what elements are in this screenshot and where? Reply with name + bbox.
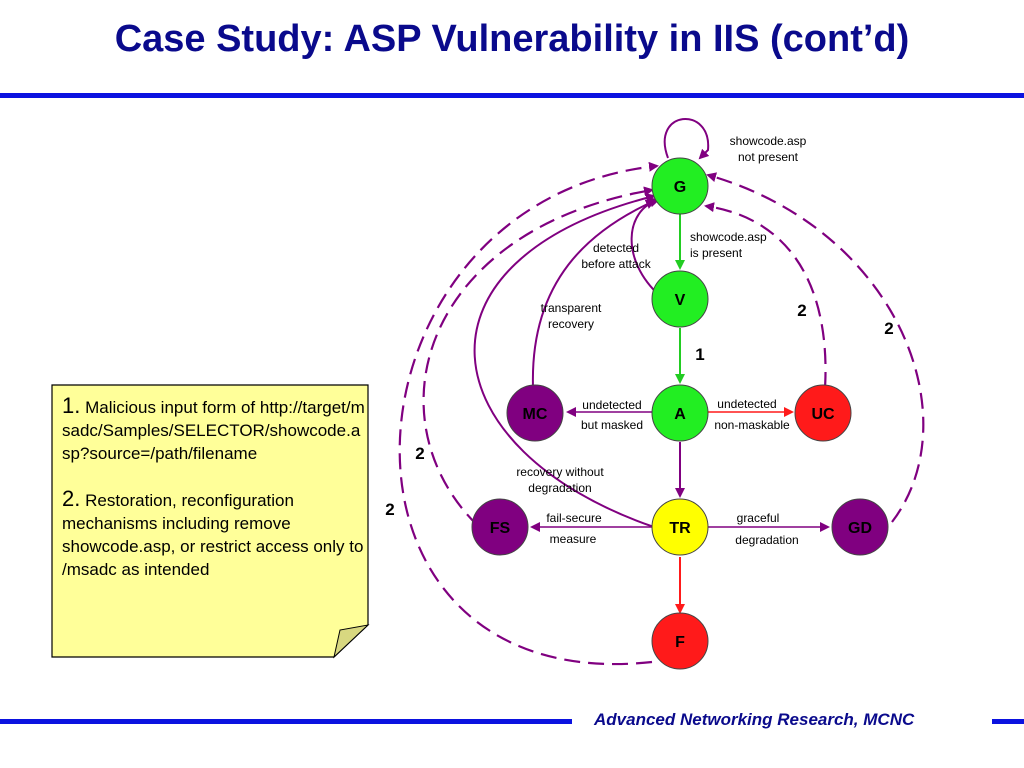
node-v: V bbox=[651, 270, 709, 328]
svg-text:UC: UC bbox=[811, 406, 835, 423]
note-item-2: 2. Restoration, reconfiguration mechanis… bbox=[62, 487, 367, 581]
restoration-arc-right-inner bbox=[704, 202, 827, 389]
label-number-2-right-inner: 2 bbox=[797, 301, 806, 320]
label-failsecure-2: measure bbox=[550, 532, 597, 546]
note-item-2-number: 2. bbox=[62, 486, 81, 511]
detected-arc bbox=[630, 197, 661, 297]
label-transparent-2: recovery bbox=[548, 317, 594, 331]
top-divider bbox=[0, 93, 1024, 98]
label-number-2-left-inner: 2 bbox=[415, 444, 424, 463]
label-recovery-without-1: recovery without bbox=[516, 465, 604, 479]
label-detected-2: before attack bbox=[581, 257, 651, 271]
label-showcode-not-present-2: not present bbox=[738, 150, 799, 164]
label-recovery-without-2: degradation bbox=[528, 481, 591, 495]
svg-text:GD: GD bbox=[848, 520, 872, 537]
label-undetected-masked-2: but masked bbox=[581, 418, 643, 432]
label-number-2-right-outer: 2 bbox=[884, 319, 893, 338]
label-number-1: 1 bbox=[695, 345, 704, 364]
label-graceful-1: graceful bbox=[737, 511, 780, 525]
footer-text: Advanced Networking Research, MCNC bbox=[594, 710, 915, 729]
note-item-1-number: 1. bbox=[62, 393, 81, 418]
svg-text:F: F bbox=[675, 634, 685, 651]
label-failsecure-1: fail-secure bbox=[546, 511, 602, 525]
node-tr: TR bbox=[651, 498, 709, 556]
node-f: F bbox=[651, 612, 709, 670]
label-showcode-present-1: showcode.asp bbox=[690, 230, 767, 244]
svg-text:A: A bbox=[674, 406, 686, 423]
self-loop-g bbox=[663, 117, 710, 160]
restoration-arc-left-inner bbox=[422, 186, 654, 527]
node-mc: MC bbox=[506, 384, 564, 442]
label-showcode-not-present-1: showcode.asp bbox=[730, 134, 807, 148]
recovery-arc-tr-to-g bbox=[473, 193, 656, 528]
label-transparent-1: transparent bbox=[541, 301, 602, 315]
label-detected-1: detected bbox=[593, 241, 639, 255]
note-box bbox=[51, 384, 370, 659]
label-undetected-nonmask-2: non-maskable bbox=[714, 418, 790, 432]
label-number-2-left-outer: 2 bbox=[385, 500, 394, 519]
label-undetected-masked-1: undetected bbox=[582, 398, 641, 412]
label-showcode-present-2: is present bbox=[690, 246, 743, 260]
svg-text:FS: FS bbox=[490, 520, 511, 537]
restoration-arc-left-outer bbox=[398, 161, 659, 666]
note-text: 1. Malicious input form of http://target… bbox=[62, 394, 367, 603]
label-undetected-nonmask-1: undetected bbox=[717, 397, 776, 411]
restoration-arc-right-outer bbox=[706, 172, 925, 523]
node-g: G bbox=[651, 157, 709, 215]
node-a: A bbox=[651, 384, 709, 442]
svg-text:TR: TR bbox=[669, 520, 691, 537]
transparent-recovery-arc bbox=[531, 199, 656, 388]
svg-text:MC: MC bbox=[523, 406, 548, 423]
node-uc: UC bbox=[794, 384, 852, 442]
note-item-1-text: Malicious input form of http://target/ms… bbox=[62, 398, 365, 463]
bottom-divider-right bbox=[992, 719, 1024, 724]
page-title: Case Study: ASP Vulnerability in IIS (co… bbox=[114, 18, 910, 60]
note-item-2-text: Restoration, reconfiguration mechanisms … bbox=[62, 491, 364, 579]
bottom-divider-left bbox=[0, 719, 572, 724]
svg-text:V: V bbox=[675, 292, 686, 309]
node-fs: FS bbox=[471, 498, 529, 556]
note-item-1: 1. Malicious input form of http://target… bbox=[62, 394, 367, 465]
svg-text:G: G bbox=[674, 179, 686, 196]
node-gd: GD bbox=[831, 498, 889, 556]
label-graceful-2: degradation bbox=[735, 533, 798, 547]
